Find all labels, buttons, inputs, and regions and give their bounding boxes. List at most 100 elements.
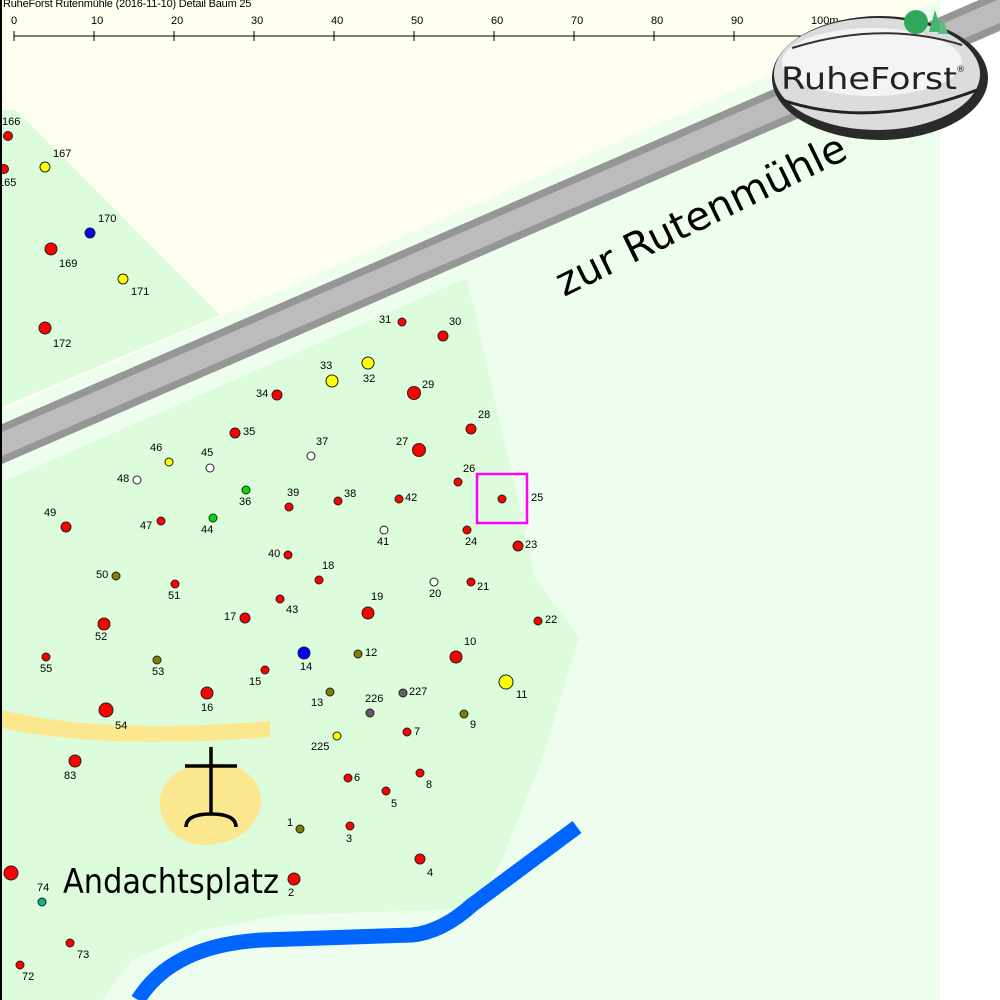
tree-dot-icon[interactable]	[37, 897, 47, 907]
tree-dot-icon[interactable]	[466, 577, 476, 587]
tree-marker-18[interactable]: 18	[314, 560, 334, 585]
tree-marker-226[interactable]: 226	[365, 693, 383, 718]
tree-marker-47[interactable]: 47	[140, 516, 166, 532]
tree-marker-74[interactable]: 74	[37, 882, 49, 907]
tree-marker-165[interactable]: 165	[2, 164, 16, 190]
tree-marker-83[interactable]: 83	[64, 754, 82, 782]
tree-dot-icon[interactable]	[39, 161, 51, 173]
tree-dot-icon[interactable]	[398, 688, 408, 698]
tree-dot-icon[interactable]	[98, 702, 114, 718]
tree-dot-icon[interactable]	[68, 754, 82, 768]
tree-dot-icon[interactable]	[325, 374, 339, 388]
tree-marker-38[interactable]: 38	[333, 488, 356, 506]
tree-dot-icon[interactable]	[111, 571, 121, 581]
tree-dot-icon[interactable]	[208, 513, 218, 523]
tree-marker-55[interactable]: 55	[40, 652, 52, 675]
tree-marker-13[interactable]: 13	[311, 687, 335, 709]
tree-dot-icon[interactable]	[15, 960, 25, 970]
tree-dot-icon[interactable]	[38, 321, 52, 335]
tree-marker-171[interactable]: 171	[117, 273, 149, 298]
tree-marker-53[interactable]: 53	[152, 655, 164, 678]
tree-marker-34[interactable]: 34	[256, 388, 283, 401]
tree-marker-12[interactable]: 12	[353, 647, 377, 659]
tree-dot-icon[interactable]	[402, 727, 412, 737]
tree-dot-icon[interactable]	[200, 686, 214, 700]
tree-marker-23[interactable]: 23	[512, 539, 537, 552]
tree-dot-icon[interactable]	[407, 386, 421, 400]
tree-marker-5[interactable]: 5	[381, 786, 397, 810]
tree-dot-icon[interactable]	[345, 821, 355, 831]
tree-marker-30[interactable]: 30	[437, 316, 461, 342]
tree-marker-4[interactable]: 4	[414, 853, 433, 879]
tree-marker-52[interactable]: 52	[95, 617, 111, 643]
tree-marker-167[interactable]: 167	[39, 148, 71, 173]
tree-marker-169[interactable]: 169	[44, 242, 77, 270]
tree-marker-225[interactable]: 225	[311, 731, 342, 753]
tree-marker-36[interactable]: 36	[239, 485, 251, 508]
tree-dot-icon[interactable]	[152, 655, 162, 665]
tree-dot-icon[interactable]	[284, 502, 294, 512]
tree-dot-icon[interactable]	[453, 477, 463, 487]
tree-marker-10[interactable]: 10	[449, 636, 476, 664]
tree-dot-icon[interactable]	[333, 496, 343, 506]
tree-marker-37[interactable]: 37	[306, 436, 328, 461]
tree-marker-25[interactable]: 25	[497, 492, 543, 504]
tree-dot-icon[interactable]	[229, 427, 241, 439]
tree-marker-48[interactable]: 48	[117, 473, 142, 485]
tree-dot-icon[interactable]	[379, 525, 389, 535]
tree-marker-42[interactable]: 42	[394, 492, 417, 504]
tree-marker-35[interactable]: 35	[229, 426, 255, 439]
tree-marker-9[interactable]: 9	[459, 709, 476, 731]
tree-marker-33[interactable]: 33	[320, 360, 339, 388]
tree-dot-icon[interactable]	[297, 646, 311, 660]
tree-dot-icon[interactable]	[275, 594, 285, 604]
tree-marker-27[interactable]: 27	[396, 436, 426, 457]
tree-marker-51[interactable]: 51	[168, 579, 180, 602]
tree-marker-31[interactable]: 31	[379, 314, 407, 327]
tree-marker-49[interactable]: 49	[44, 507, 72, 533]
tree-marker-22[interactable]: 22	[533, 614, 557, 626]
tree-marker-39[interactable]: 39	[284, 487, 299, 512]
tree-dot-icon[interactable]	[414, 853, 426, 865]
tree-dot-icon[interactable]	[60, 521, 72, 533]
tree-marker-44[interactable]: 44	[201, 513, 218, 536]
tree-dot-icon[interactable]	[397, 317, 407, 327]
tree-dot-icon[interactable]	[44, 242, 58, 256]
tree-dot-icon[interactable]	[117, 273, 129, 285]
tree-marker-29[interactable]: 29	[407, 379, 435, 400]
tree-dot-icon[interactable]	[260, 665, 270, 675]
tree-dot-icon[interactable]	[429, 577, 439, 587]
tree-marker-46[interactable]: 46	[150, 442, 174, 467]
tree-dot-icon[interactable]	[306, 451, 316, 461]
tree-dot-icon[interactable]	[462, 525, 472, 535]
tree-dot-icon[interactable]	[314, 575, 324, 585]
tree-marker-40[interactable]: 40	[268, 548, 293, 560]
tree-dot-icon[interactable]	[497, 494, 507, 504]
tree-marker-3[interactable]: 3	[345, 821, 355, 845]
tree-dot-icon[interactable]	[381, 786, 391, 796]
tree-dot-icon[interactable]	[415, 768, 425, 778]
tree-dot-icon[interactable]	[164, 457, 174, 467]
tree-marker-unlabeled[interactable]	[3, 865, 19, 881]
tree-marker-17[interactable]: 17	[224, 611, 251, 624]
tree-dot-icon[interactable]	[361, 356, 375, 370]
tree-dot-icon[interactable]	[241, 485, 251, 495]
tree-dot-icon[interactable]	[512, 540, 524, 552]
tree-marker-170[interactable]: 170	[84, 213, 116, 239]
tree-marker-227[interactable]: 227	[398, 686, 427, 698]
tree-dot-icon[interactable]	[353, 649, 363, 659]
tree-dot-icon[interactable]	[132, 475, 142, 485]
tree-dot-icon[interactable]	[2, 164, 9, 174]
tree-marker-24[interactable]: 24	[462, 525, 477, 548]
tree-dot-icon[interactable]	[271, 389, 283, 401]
tree-marker-73[interactable]: 73	[65, 938, 89, 961]
tree-marker-2[interactable]: 2	[287, 872, 301, 899]
tree-dot-icon[interactable]	[325, 687, 335, 697]
tree-dot-icon[interactable]	[3, 131, 13, 141]
tree-marker-28[interactable]: 28	[465, 409, 490, 435]
tree-marker-50[interactable]: 50	[96, 569, 121, 581]
tree-marker-43[interactable]: 43	[275, 594, 298, 616]
tree-dot-icon[interactable]	[498, 674, 514, 690]
tree-dot-icon[interactable]	[84, 227, 96, 239]
